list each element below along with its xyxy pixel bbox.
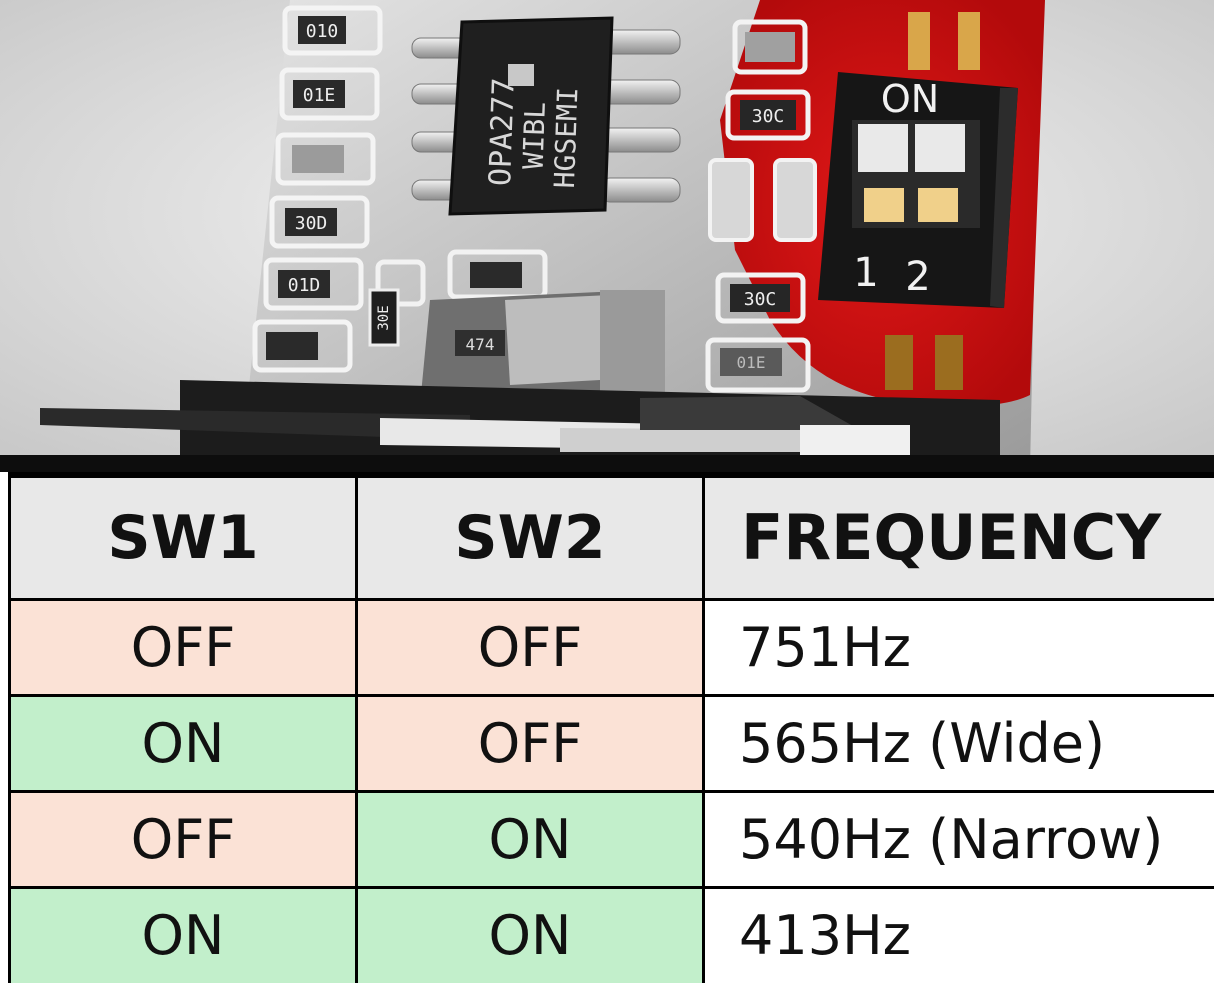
switch-1-slider [864, 188, 904, 222]
resistor-code-9: 01E [737, 353, 766, 372]
dip-pin-top-1 [908, 12, 930, 70]
cell-frequency: 751Hz [704, 599, 1214, 695]
resistor-code-2: 01E [303, 85, 336, 106]
dip-pin-bottom-1 [885, 335, 913, 390]
chip-marking-1: OPA277 [483, 77, 522, 187]
switch-2-lever-top [915, 124, 965, 172]
chip-marking-3: HGSEMI [548, 87, 585, 189]
cell-frequency: 540Hz (Narrow) [704, 791, 1214, 887]
cell-frequency: 413Hz [704, 887, 1214, 983]
circuit-board-photo: 010 01E 30D 01D [0, 0, 1214, 472]
cell-sw2: OFF [357, 599, 704, 695]
dip-pin-top-2 [958, 12, 980, 70]
resistor-code-8: 30C [744, 289, 777, 310]
table-row: OFF ON 540Hz (Narrow) [10, 791, 1214, 887]
cell-sw2: ON [357, 791, 704, 887]
cell-sw2: OFF [357, 695, 704, 791]
cell-sw2: ON [357, 887, 704, 983]
resistor-code-3: 30D [295, 213, 328, 234]
switch-2-slider [918, 188, 958, 222]
board-illustration: 010 01E 30D 01D [0, 0, 1214, 472]
switch-1-lever-top [858, 124, 908, 172]
resistor-code-7: 30C [752, 106, 785, 127]
table-row: ON ON 413Hz [10, 887, 1214, 983]
header-sw2: SW2 [357, 475, 704, 599]
resistor-code-5: 30E [376, 305, 392, 330]
resistor-code-6: 474 [466, 335, 495, 354]
cell-sw1: ON [10, 695, 357, 791]
cell-sw1: OFF [10, 599, 357, 695]
frequency-table: SW1 SW2 FREQUENCY OFF OFF 751Hz ON OFF 5… [8, 472, 1214, 983]
chip-marking-2: WIBL [517, 101, 552, 170]
resistor-code-4: 01D [288, 275, 321, 296]
dip-position-2: 2 [905, 254, 930, 300]
cell-sw1: ON [10, 887, 357, 983]
header-frequency: FREQUENCY [704, 475, 1214, 599]
dip-pin-bottom-2 [935, 335, 963, 390]
cell-sw1: OFF [10, 791, 357, 887]
table-row: OFF OFF 751Hz [10, 599, 1214, 695]
dip-position-1: 1 [853, 250, 878, 296]
dip-on-label: ON [881, 77, 939, 121]
header-sw1: SW1 [10, 475, 357, 599]
cell-frequency: 565Hz (Wide) [704, 695, 1214, 791]
table-row: ON OFF 565Hz (Wide) [10, 695, 1214, 791]
resistor-code-1: 010 [306, 21, 339, 42]
table-header-row: SW1 SW2 FREQUENCY [10, 475, 1214, 599]
